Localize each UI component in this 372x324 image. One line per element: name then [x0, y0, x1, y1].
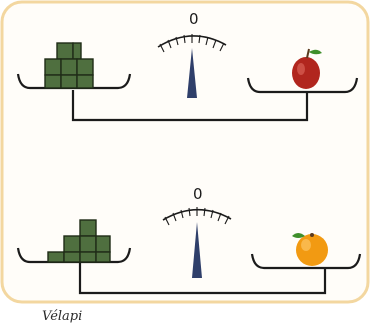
- apple-icon: [292, 48, 322, 89]
- orange-icon: [292, 233, 328, 266]
- bottom-right-pan: [250, 253, 362, 270]
- bottom-needle: [192, 222, 202, 278]
- bottom-scale-base: [78, 262, 327, 295]
- bottom-scale: 0: [16, 185, 362, 295]
- top-needle: [187, 48, 197, 98]
- top-right-pan: [246, 77, 359, 94]
- top-scale-base: [71, 90, 309, 122]
- bottom-block-stack: [47, 219, 111, 263]
- bottom-dial: 0: [162, 185, 232, 278]
- top-dial-ticks: [159, 34, 225, 53]
- top-dial: 0: [157, 10, 227, 98]
- bottom-caption: Vélapi: [42, 309, 82, 324]
- top-dial-reading: 0: [189, 10, 199, 28]
- top-block-stack: [44, 42, 94, 89]
- bottom-dial-reading: 0: [193, 185, 203, 203]
- bottom-dial-ticks: [164, 207, 230, 226]
- top-scale: 0: [16, 10, 359, 122]
